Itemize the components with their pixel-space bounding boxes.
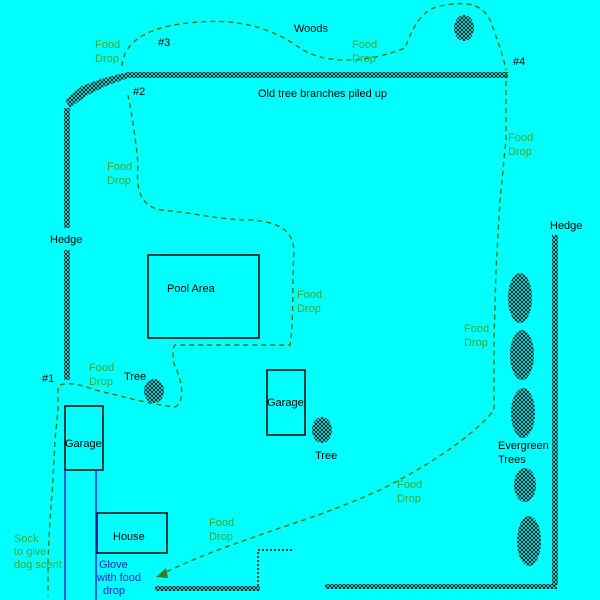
hedges <box>64 72 558 591</box>
evergreen-tree <box>508 273 532 323</box>
food-drop-label: Food Drop <box>209 517 234 543</box>
tracking-route <box>59 94 295 408</box>
bottom-hedge-step <box>257 549 292 586</box>
svg-text:Drop: Drop <box>464 337 488 349</box>
house <box>96 512 168 554</box>
branches-label: Old tree branches piled up <box>258 88 387 100</box>
tree-left-label: Tree <box>124 371 146 383</box>
marker-4: #4 <box>513 56 525 68</box>
svg-text:Food: Food <box>508 132 533 144</box>
svg-text:Drop: Drop <box>89 376 113 388</box>
food-drop-label: Food Drop <box>464 323 489 349</box>
sock-label-line1: Sock <box>14 533 39 545</box>
svg-text:Food: Food <box>107 161 132 173</box>
tree-middle <box>312 417 332 443</box>
svg-text:Food: Food <box>209 517 234 529</box>
route-arrowhead <box>156 568 168 578</box>
svg-text:Drop: Drop <box>297 303 321 315</box>
svg-text:Drop: Drop <box>209 531 233 543</box>
svg-text:Drop: Drop <box>397 493 421 505</box>
tracking-route <box>47 388 59 596</box>
driveway <box>64 470 97 600</box>
svg-text:Food: Food <box>397 479 422 491</box>
marker-2: #2 <box>133 86 145 98</box>
right-hedge <box>552 235 558 585</box>
svg-text:Drop: Drop <box>95 53 119 65</box>
sock-label-line2: to give <box>14 546 46 558</box>
glove-label-line1: Glove <box>99 559 128 571</box>
evergreen-tree <box>511 388 535 438</box>
evergreen-label-line1: Evergreen <box>498 440 549 452</box>
marker-3: #3 <box>158 37 170 49</box>
glove-label-line2: with food <box>96 572 141 584</box>
woods-label: Woods <box>294 23 329 35</box>
svg-text:Food: Food <box>95 39 120 51</box>
garage-middle <box>266 369 306 436</box>
svg-text:Food: Food <box>297 289 322 301</box>
food-drop-label: Food Drop <box>107 161 132 187</box>
marker-1: #1 <box>42 373 54 385</box>
tracking-route <box>159 72 507 576</box>
garage-middle-label: Garage <box>267 397 304 409</box>
food-drop-label: Food Drop <box>95 39 120 65</box>
hedge-left-label: Hedge <box>50 234 82 246</box>
house-label: House <box>113 531 145 543</box>
pool-area-label: Pool Area <box>167 283 216 295</box>
structures <box>64 254 306 554</box>
bottom-hedge-left <box>155 586 260 591</box>
evergreen-tree <box>517 516 541 566</box>
glove-label-line3: drop <box>103 585 125 597</box>
pool-area <box>147 254 260 339</box>
svg-text:Drop: Drop <box>508 146 532 158</box>
food-drop-label: Food Drop <box>397 479 422 505</box>
evergreen-label-line2: Trees <box>498 454 526 466</box>
evergreen-trees <box>508 273 541 566</box>
top-hedge <box>128 72 508 78</box>
svg-text:Food: Food <box>89 362 114 374</box>
svg-text:Food: Food <box>352 39 377 51</box>
sock-label-line3: dog scent <box>14 559 62 571</box>
svg-text:Drop: Drop <box>107 175 131 187</box>
svg-text:Food: Food <box>464 323 489 335</box>
evergreen-tree <box>510 330 534 380</box>
top-left-hedge-corner <box>65 72 128 108</box>
food-drop-label: Food Drop <box>297 289 322 315</box>
left-hedge-lower <box>64 250 70 380</box>
garage-left-label: Garage <box>65 438 102 450</box>
left-hedge-upper <box>64 108 70 228</box>
tree-middle-label: Tree <box>315 450 337 462</box>
tracking-route <box>121 2 507 71</box>
food-drop-label: Food Drop <box>352 39 377 65</box>
food-drop-label: Food Drop <box>508 132 533 158</box>
food-drop-label: Food Drop <box>89 362 114 388</box>
svg-text:Drop: Drop <box>352 53 376 65</box>
garage-left <box>64 405 104 471</box>
hedge-right-label: Hedge <box>550 220 582 232</box>
tree-left <box>144 379 164 403</box>
tree-woods <box>454 15 474 41</box>
bottom-hedge-right <box>325 584 557 589</box>
evergreen-tree <box>514 468 536 502</box>
